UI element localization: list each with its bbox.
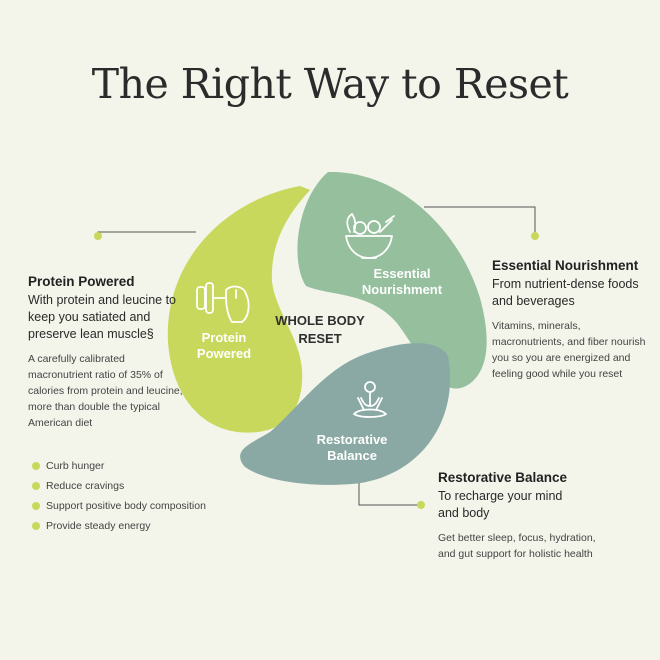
protein-petal-label: Protein Powered <box>196 330 252 361</box>
center-label: WHOLE BODY RESET <box>275 313 365 346</box>
restorative-section: Restorative Balance To recharge your min… <box>438 470 608 562</box>
protein-body: A carefully calibrated macronutrient rat… <box>28 353 183 429</box>
list-item: Provide steady energy <box>32 518 206 538</box>
nourishment-petal-label: Essential Nourishment <box>361 266 443 297</box>
nourishment-connector-line <box>424 206 536 234</box>
bullet-dot-icon <box>32 482 40 490</box>
restorative-body: Get better sleep, focus, hydration, and … <box>438 532 596 560</box>
restorative-petal <box>240 343 451 485</box>
nourishment-section: Essential Nourishment From nutrient-dens… <box>492 258 650 382</box>
restorative-heading: Restorative Balance <box>438 470 568 485</box>
protein-connector-line <box>97 231 196 234</box>
list-item: Reduce cravings <box>32 478 206 498</box>
protein-petal <box>167 186 310 433</box>
restorative-connector-line <box>358 480 420 506</box>
nourishment-heading: Essential Nourishment <box>492 258 639 273</box>
dumbbell-arm-icon <box>196 282 250 323</box>
nourishment-body: Vitamins, minerals, macronutrients, and … <box>492 320 646 380</box>
list-item: Support positive body composition <box>32 498 206 518</box>
bullet-dot-icon <box>32 462 40 470</box>
restorative-connector-dot <box>417 501 425 509</box>
bullet-text: Support positive body composition <box>46 500 206 512</box>
bullet-dot-icon <box>32 502 40 510</box>
list-item: Curb hunger <box>32 458 206 478</box>
salad-bowl-icon <box>345 213 395 259</box>
bullet-text: Curb hunger <box>46 460 105 472</box>
nourishment-petal <box>297 171 487 389</box>
bullet-text: Provide steady energy <box>46 520 151 532</box>
restorative-petal-label: Restorative Balance <box>316 432 388 463</box>
page-title: The Right Way to Reset <box>91 60 569 108</box>
protein-bullet-list: Curb hunger Reduce cravings Support posi… <box>32 458 206 538</box>
nourishment-subheading: From nutrient-dense foods and beverages <box>492 277 639 308</box>
protein-heading: Protein Powered <box>28 274 135 289</box>
bullet-dot-icon <box>32 522 40 530</box>
restorative-subheading: To recharge your mind and body <box>438 489 563 520</box>
nourishment-connector-dot <box>531 232 539 240</box>
protein-subheading: With protein and leucine to keep you sat… <box>28 293 177 341</box>
protein-section: Protein Powered With protein and leucine… <box>28 274 184 431</box>
protein-connector-dot <box>94 232 102 240</box>
bullet-text: Reduce cravings <box>46 480 125 492</box>
meditation-icon <box>353 381 387 418</box>
